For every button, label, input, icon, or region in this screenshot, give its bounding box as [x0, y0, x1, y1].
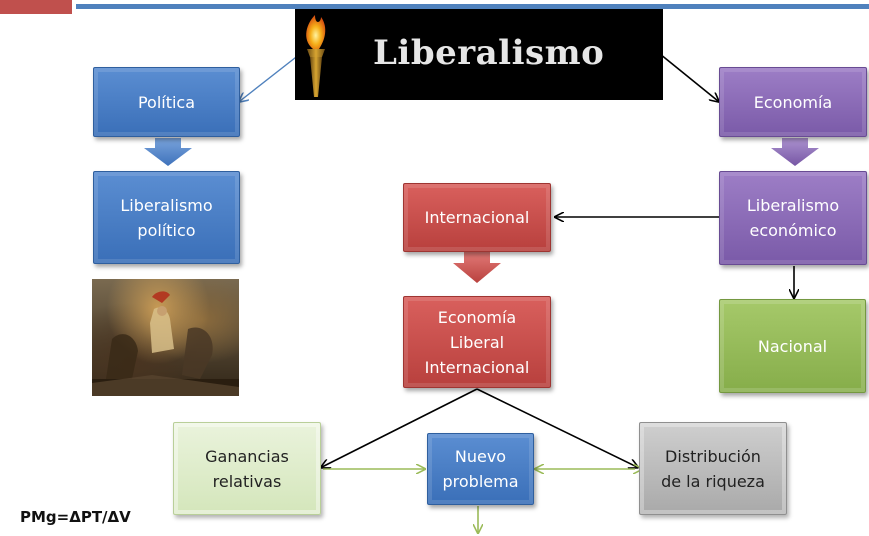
node-internacional: Internacional: [403, 183, 551, 252]
node-liberalismo-economico-label: Liberalismo económico: [746, 196, 840, 240]
node-politica: Política: [93, 67, 240, 137]
diagram-title: Liberalismo: [373, 33, 605, 73]
title-panel: Liberalismo: [295, 9, 663, 100]
node-distribucion-riqueza-label: Distribución de la riqueza: [661, 446, 765, 491]
arrow-to-politica: [240, 53, 301, 101]
down-arrow-politica: [144, 138, 192, 166]
down-arrow-economia: [771, 138, 819, 166]
node-nacional-label: Nacional: [757, 336, 828, 356]
node-politica-label: Política: [137, 92, 196, 112]
formula-text: PMg=ΔPT/ΔV: [20, 508, 131, 526]
node-liberalismo-politico-label: Liberalismo político: [120, 195, 213, 240]
node-nuevo-problema: Nuevo problema: [427, 433, 534, 505]
node-ganancias-relativas: Ganancias relativas: [173, 422, 321, 515]
node-liberalismo-economico: Liberalismo económico: [719, 171, 867, 265]
node-distribucion-riqueza: Distribución de la riqueza: [639, 422, 787, 515]
node-economia: Economía: [719, 67, 867, 137]
torch-icon: [306, 15, 326, 97]
node-nacional: Nacional: [719, 299, 866, 393]
node-economia-liberal-internacional: Economía Liberal Internacional: [403, 296, 551, 388]
arrow-to-distribucion: [476, 388, 637, 467]
arrow-to-economia: [659, 53, 718, 101]
node-nuevo-problema-label: Nuevo problema: [442, 447, 519, 491]
node-internacional-label: Internacional: [424, 208, 530, 227]
node-economia-label: Economía: [753, 92, 833, 112]
header-accent-block: [0, 0, 72, 14]
node-economia-liberal-internacional-label: Economía Liberal Internacional: [424, 307, 530, 377]
node-liberalismo-politico: Liberalismo político: [93, 171, 240, 264]
liberty-painting: [92, 279, 239, 396]
node-ganancias-relativas-label: Ganancias relativas: [205, 446, 289, 491]
arrow-to-ganancias: [322, 388, 478, 467]
header-rule: [76, 4, 869, 9]
down-arrow-internacional: [453, 252, 501, 283]
